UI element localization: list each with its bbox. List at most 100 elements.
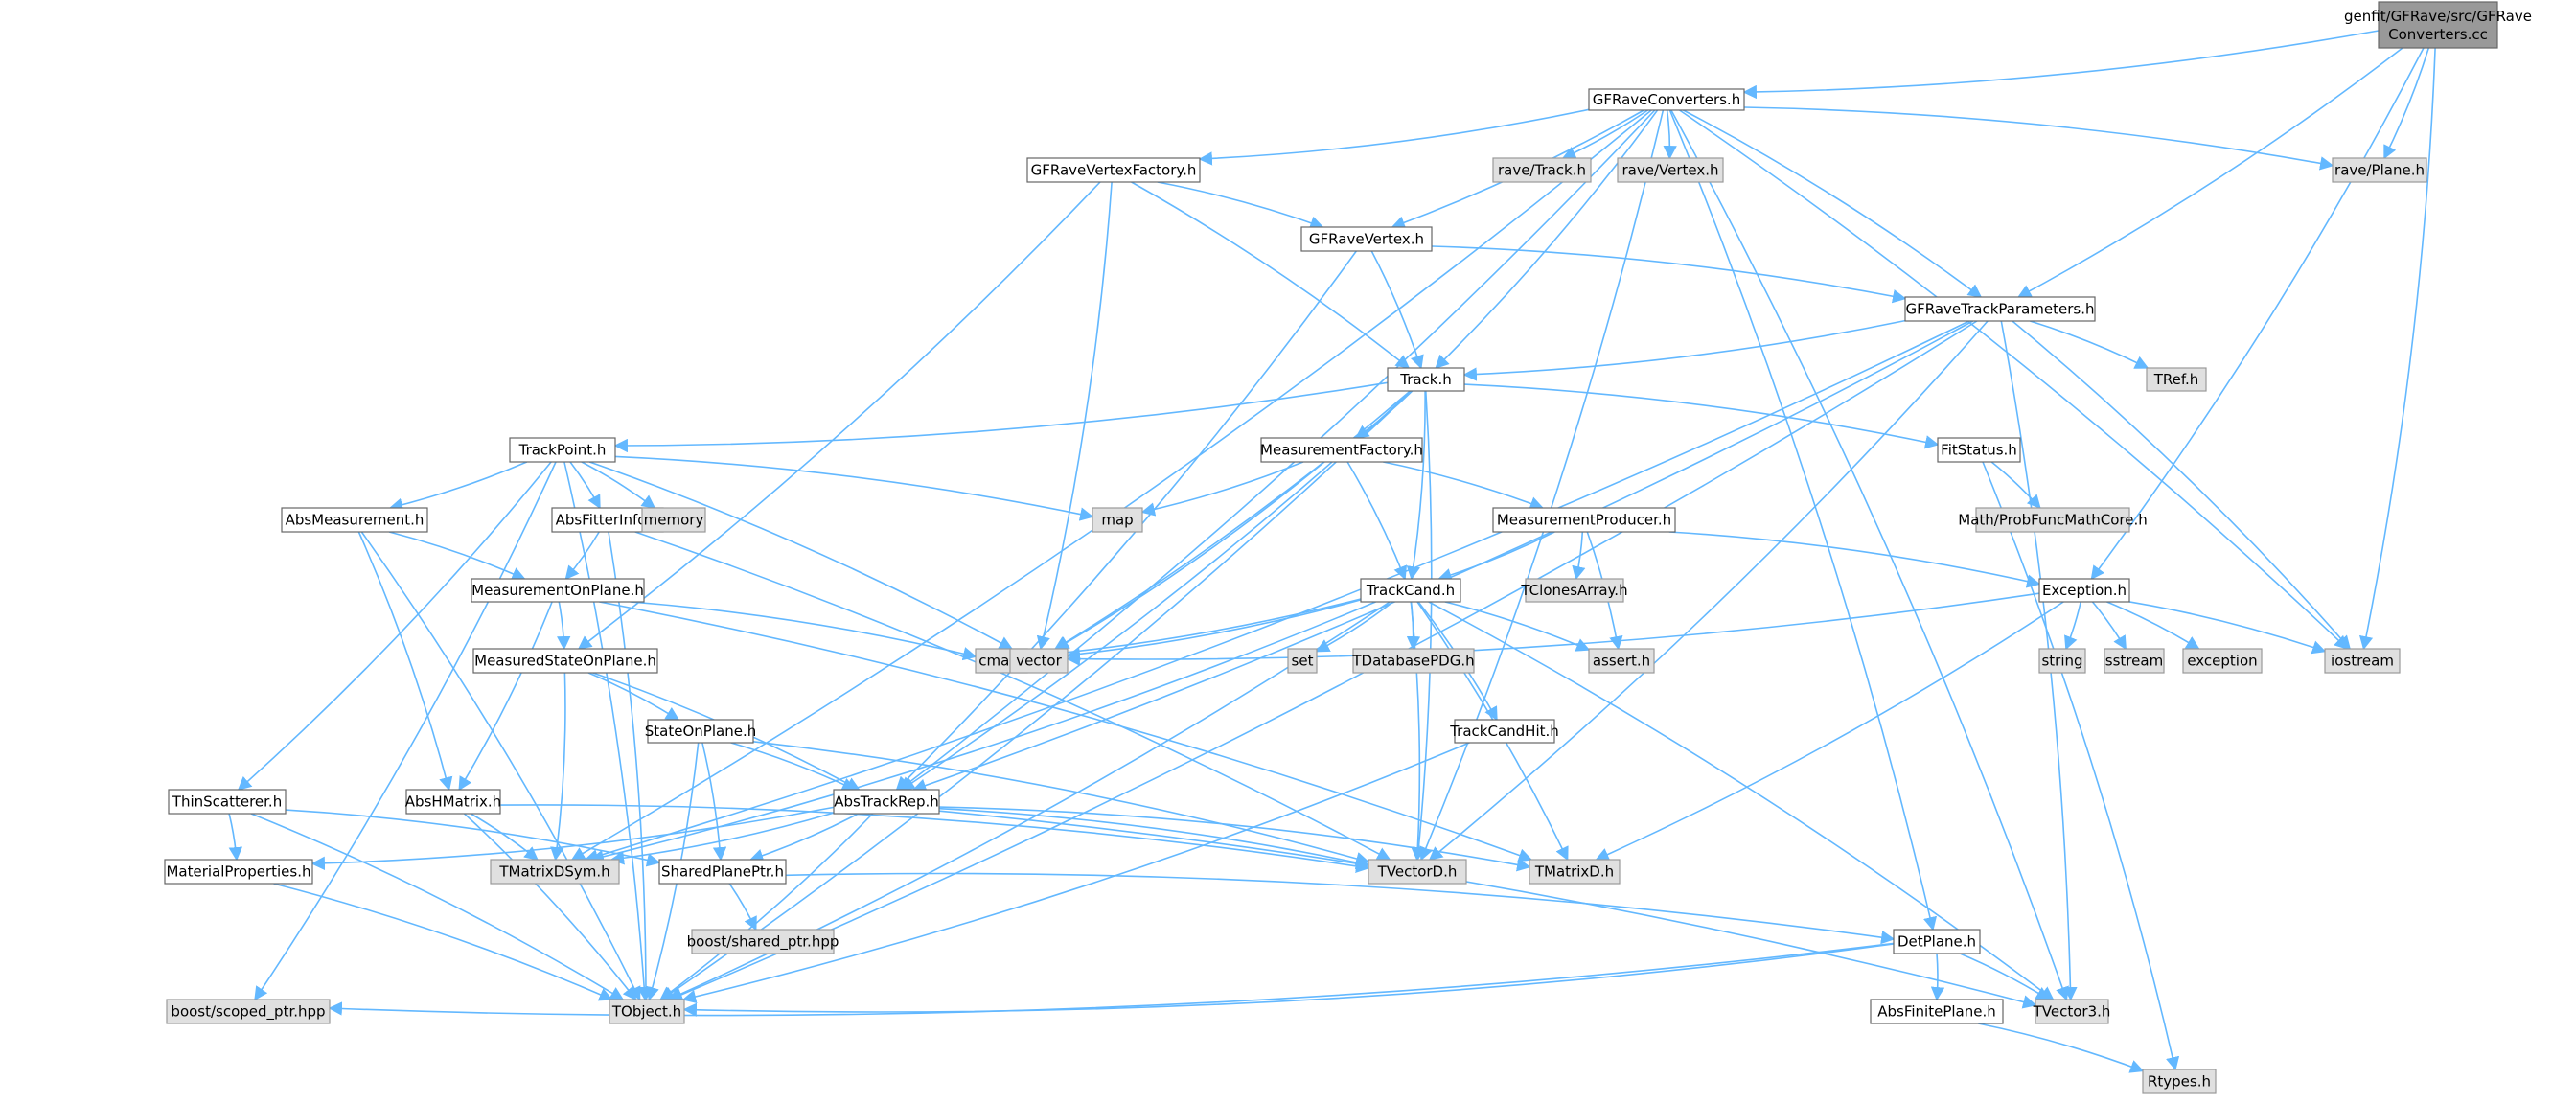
- node-tdb: TDatabasePDG.h: [1351, 648, 1475, 674]
- node-label: TClonesArray.h: [1520, 582, 1627, 599]
- node-ravevertex: rave/Vertex.h: [1617, 157, 1724, 183]
- edge-tcand-to-assert: [1444, 601, 1591, 652]
- edge-tcand-to-vector: [1066, 599, 1362, 661]
- edge-conv-to-ravevertex: [1663, 109, 1677, 160]
- edge-absrep-to-tmd: [938, 806, 1531, 872]
- edge-tpoint-to-boostsc: [254, 461, 557, 1001]
- node-tpoint[interactable]: TrackPoint.h: [509, 437, 616, 463]
- node-root: genfit/GFRave/src/GFRaveConverters.cc: [2344, 1, 2532, 49]
- node-detplane[interactable]: DetPlane.h: [1893, 929, 1981, 954]
- node-absrep[interactable]: AbsTrackRep.h: [833, 789, 940, 815]
- node-label: GFRaveVertex.h: [1309, 231, 1424, 248]
- node-label: SharedPlanePtr.h: [661, 863, 784, 881]
- node-boostsc: boost/scoped_ptr.hpp: [166, 999, 331, 1024]
- node-tchit[interactable]: TrackCandHit.h: [1449, 719, 1559, 744]
- edge-track-to-fit: [1463, 383, 1940, 449]
- edge-mfact-to-vector: [1054, 461, 1325, 650]
- node-exception: exception: [2182, 648, 2263, 674]
- node-label: GFRaveTrackParameters.h: [1905, 301, 2094, 318]
- edge-thin-to-tobject: [250, 813, 625, 1000]
- node-tpar[interactable]: GFRaveTrackParameters.h: [1904, 296, 2096, 322]
- node-vfact[interactable]: GFRaveVertexFactory.h: [1026, 157, 1201, 183]
- edge-exc-to-tmd: [1595, 601, 2064, 862]
- node-label: Math/ProbFuncMathCore.h: [1958, 512, 2147, 529]
- edge-root-to-raveplane: [2383, 47, 2430, 160]
- node-fit[interactable]: FitStatus.h: [1937, 437, 2021, 463]
- edge-absh-to-tmds: [470, 813, 539, 861]
- edge-root-to-iostream: [2358, 47, 2436, 651]
- node-label: AbsFinitePlane.h: [1877, 1003, 1996, 1021]
- node-label: MeasurementProducer.h: [1497, 512, 1671, 529]
- edge-sop-to-absrep: [730, 742, 857, 791]
- node-label: DetPlane.h: [1898, 933, 1976, 951]
- node-label: TVector3.h: [2033, 1003, 2111, 1021]
- edge-layer: [228, 30, 2436, 1073]
- node-mathpf: Math/ProbFuncMathCore.h: [1958, 507, 2148, 533]
- node-matprop[interactable]: MaterialProperties.h: [164, 859, 313, 885]
- node-sstream: sstream: [2104, 648, 2165, 674]
- edge-mop-to-cmath: [630, 601, 978, 661]
- edge-tpar-to-iostream: [2012, 320, 2352, 651]
- node-absh[interactable]: AbsHMatrix.h: [405, 789, 501, 815]
- node-mfact[interactable]: MeasurementFactory.h: [1260, 437, 1423, 463]
- node-label: TrackCand.h: [1366, 582, 1455, 599]
- edge-fit-to-mathpf: [1990, 461, 2041, 510]
- node-sop[interactable]: StateOnPlane.h: [645, 719, 756, 744]
- edge-track-to-tobject: [660, 390, 1413, 1000]
- edge-conv-to-track: [1435, 109, 1659, 370]
- node-label: sstream: [2105, 653, 2163, 670]
- node-vtx[interactable]: GFRaveVertex.h: [1300, 226, 1433, 252]
- node-spp[interactable]: SharedPlanePtr.h: [658, 859, 787, 885]
- edge-mop-to-tmd: [599, 601, 1533, 862]
- node-vector: vector: [1009, 648, 1069, 674]
- node-absfin[interactable]: AbsFinitePlane.h: [1870, 999, 2004, 1024]
- edge-conv-to-tpar: [1683, 109, 1983, 298]
- edge-spp-to-boostsh: [728, 883, 757, 931]
- node-msop[interactable]: MeasuredStateOnPlane.h: [472, 648, 658, 674]
- node-label: TRef.h: [2153, 371, 2199, 388]
- node-label: TDatabasePDG.h: [1351, 653, 1474, 670]
- node-tcand[interactable]: TrackCand.h: [1360, 578, 1461, 603]
- node-exc[interactable]: Exception.h: [2038, 578, 2130, 603]
- node-label: rave/Plane.h: [2334, 162, 2425, 179]
- node-label: TMatrixDSym.h: [498, 863, 610, 881]
- node-rtypes: Rtypes.h: [2142, 1069, 2217, 1094]
- node-track[interactable]: Track.h: [1387, 367, 1465, 392]
- node-layer: genfit/GFRave/src/GFRaveConverters.ccGFR…: [164, 1, 2532, 1094]
- edge-msop-to-tmds: [550, 672, 566, 862]
- edge-conv-to-tvec3: [1670, 109, 2069, 1001]
- node-label: Rtypes.h: [2148, 1073, 2211, 1091]
- node-label: rave/Vertex.h: [1622, 162, 1718, 179]
- edge-conv-to-ravetrack: [1561, 109, 1648, 160]
- edge-sop-to-spp: [702, 742, 727, 862]
- edge-absmeas-to-mop: [388, 531, 526, 581]
- edge-tpoint-to-memory: [581, 461, 656, 509]
- node-raveplane: rave/Plane.h: [2332, 157, 2427, 183]
- edge-tcand-to-set: [1315, 601, 1394, 653]
- edge-tpoint-to-absfit: [569, 461, 601, 510]
- node-thin[interactable]: ThinScatterer.h: [168, 789, 287, 815]
- edge-vfact-to-vtx: [1157, 181, 1324, 230]
- edge-conv-to-raveplane: [1743, 106, 2334, 171]
- node-label: Exception.h: [2042, 582, 2127, 599]
- node-label: assert.h: [1593, 653, 1650, 670]
- node-label: iostream: [2331, 653, 2394, 670]
- node-label: string: [2041, 653, 2082, 670]
- node-tmd: TMatrixD.h: [1529, 859, 1621, 885]
- node-conv[interactable]: GFRaveConverters.h: [1588, 88, 1745, 111]
- node-absmeas[interactable]: AbsMeasurement.h: [281, 507, 428, 533]
- edge-thin-to-matprop: [228, 813, 243, 862]
- node-mop[interactable]: MeasurementOnPlane.h: [471, 578, 645, 603]
- edge-vfact-to-msop: [577, 181, 1101, 650]
- edge-exc-to-exception: [2106, 601, 2200, 650]
- node-label: GFRaveVertexFactory.h: [1031, 162, 1197, 179]
- edge-vfact-to-track: [1131, 181, 1411, 369]
- edge-absmeas-to-tobject: [360, 531, 641, 1001]
- node-tobject: TObject.h: [609, 999, 685, 1024]
- edge-tpoint-to-map: [614, 455, 1094, 521]
- node-tmds: TMatrixDSym.h: [490, 859, 620, 885]
- node-set: set: [1287, 648, 1318, 674]
- node-mprod[interactable]: MeasurementProducer.h: [1492, 507, 1676, 533]
- edge-exc-to-string: [2064, 601, 2082, 651]
